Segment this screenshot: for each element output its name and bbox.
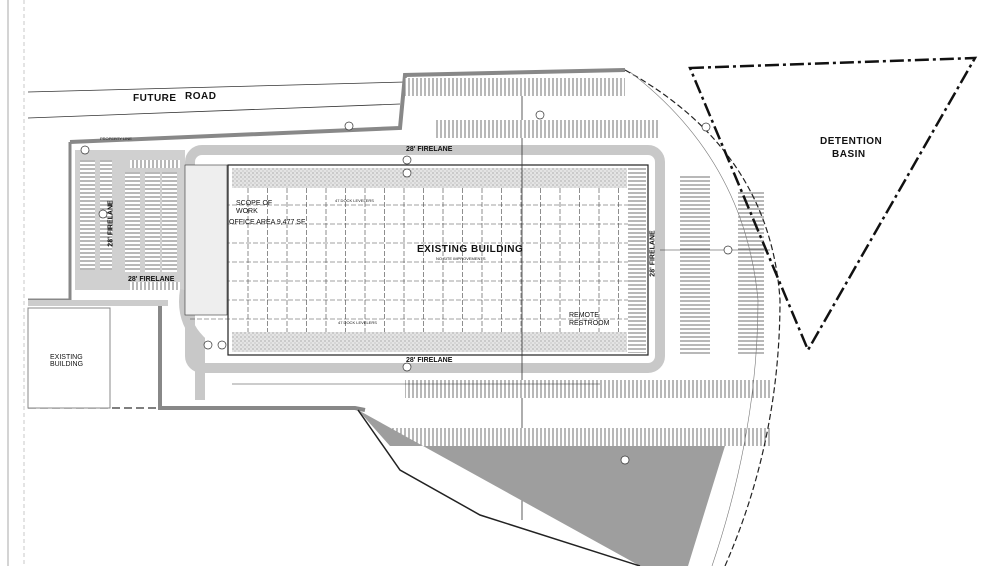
parking-stalls-right — [680, 175, 710, 355]
left-building-label: EXISTING — [50, 354, 83, 361]
remote-restroom-label: REMOTE — [569, 312, 599, 319]
parking-stalls — [80, 160, 95, 270]
dock-levelers-top: 47 DOCK LEVELERS — [335, 198, 374, 203]
remote-restroom-label-2: RESTROOM — [569, 320, 610, 327]
detention-label-basin: BASIN — [832, 149, 866, 160]
callout-marker — [344, 121, 354, 131]
callout-marker — [701, 122, 711, 132]
property-line-label: PROPERTY LINE — [100, 136, 132, 141]
detention-basin-outline — [688, 56, 978, 353]
road-label-future: FUTURE — [133, 93, 177, 104]
callout-marker — [723, 245, 733, 255]
future-road — [27, 81, 406, 119]
curved-boundary — [624, 69, 781, 566]
detention-label: DETENTION — [820, 136, 883, 147]
firelane-label-right: 28' FIRELANE — [649, 230, 657, 277]
callout-marker — [203, 340, 213, 350]
dock-levelers-bottom: 47 DOCK LEVELERS — [338, 320, 377, 325]
property-line — [69, 68, 626, 144]
left-building-label-2: BUILDING — [50, 361, 84, 368]
callout-marker — [217, 340, 227, 350]
firelane-label-top: 28' FIRELANE — [406, 146, 453, 153]
callout-marker — [402, 362, 412, 372]
callout-marker — [535, 110, 545, 120]
firelane-label-left: 28' FIRELANE — [107, 200, 115, 247]
left-existing-building — [27, 307, 111, 409]
callout-marker — [80, 145, 90, 155]
office-area-label: OFFICE AREA 9,477 SF. — [229, 219, 307, 226]
existing-building-note: NO SITE IMPROVEMENTS — [436, 256, 486, 261]
callout-marker — [402, 155, 412, 165]
road-label-road: ROAD — [185, 91, 217, 102]
callout-marker — [402, 168, 412, 178]
scope-of-work-label: SCOPE OF — [236, 200, 273, 207]
callout-marker — [620, 455, 630, 465]
callout-marker — [98, 209, 108, 219]
parking-stalls-bottom — [405, 380, 770, 398]
office-area — [184, 164, 228, 316]
parking-stalls-top — [435, 120, 660, 138]
firelane-label-bottom: 28' FIRELANE — [406, 357, 453, 364]
existing-building-outline — [190, 164, 649, 356]
existing-building-label: EXISTING BUILDING — [417, 244, 524, 255]
firelane-label-lot: 28' FIRELANE — [128, 276, 175, 283]
scope-of-work-label-2: WORK — [236, 208, 258, 215]
shaded-area — [358, 410, 725, 566]
